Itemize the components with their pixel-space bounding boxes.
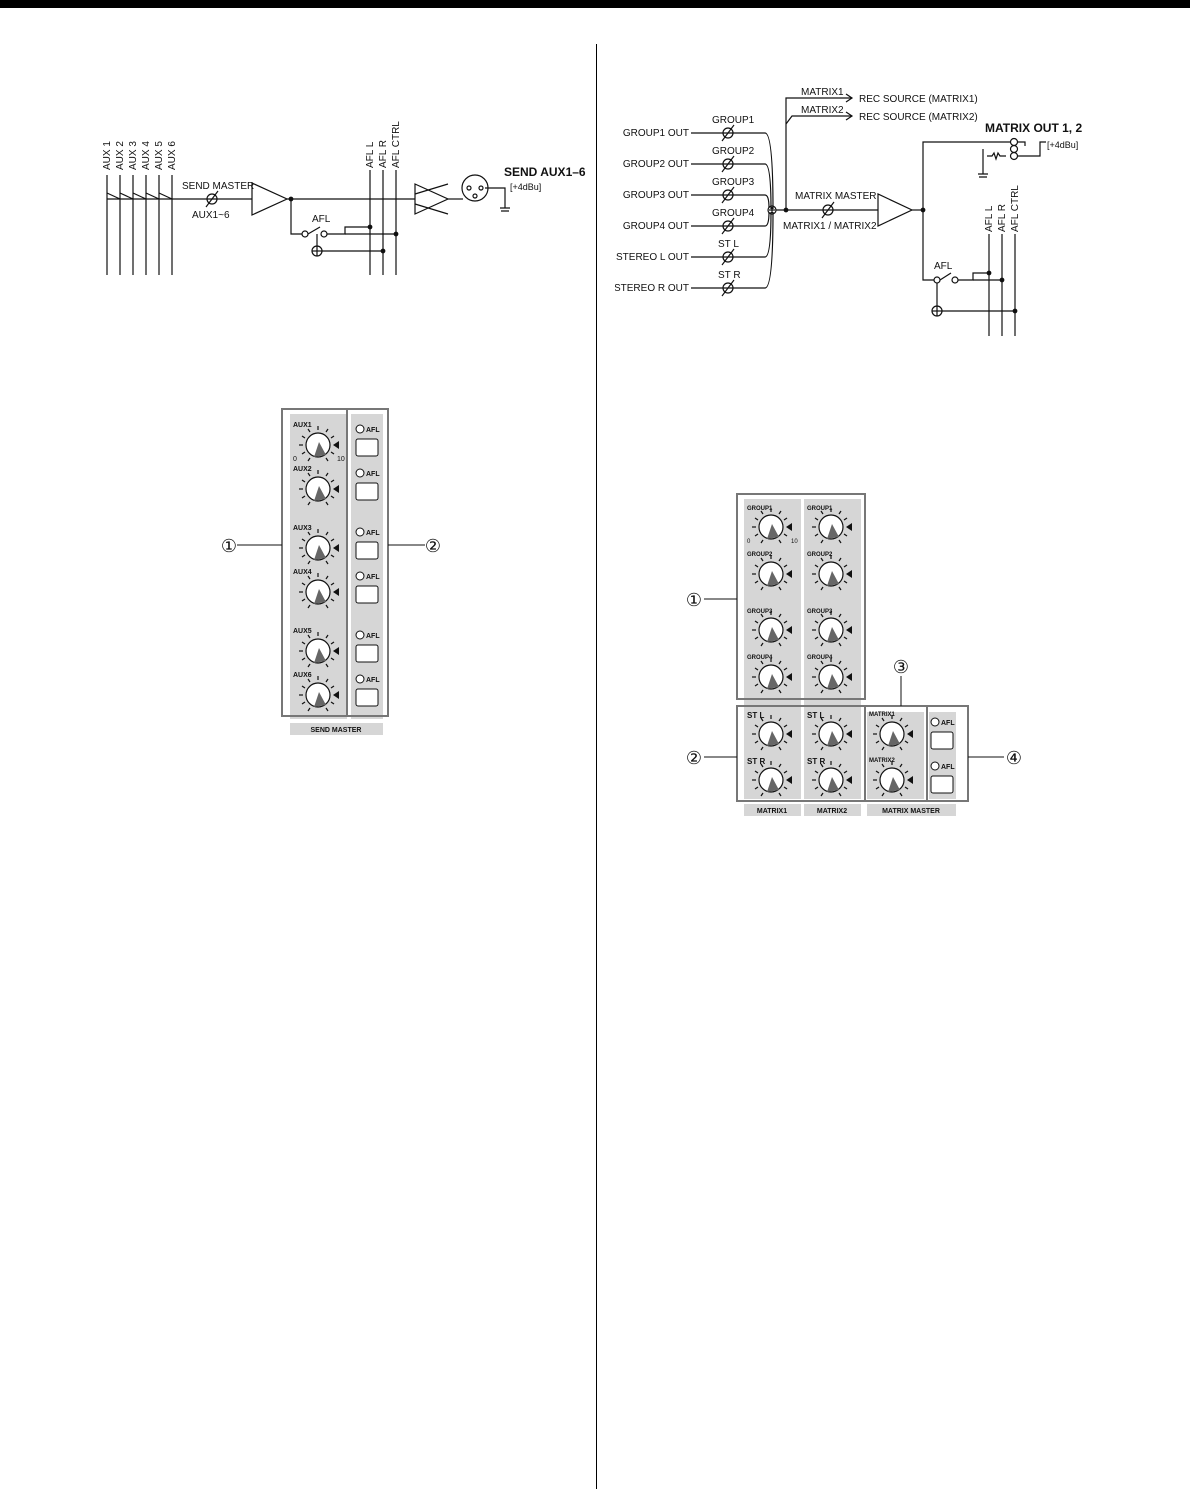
- group-knob-label: GROUP4: [807, 655, 833, 661]
- group-knob-label: GROUP2: [807, 552, 833, 558]
- matrix-knob-label: ST R: [718, 270, 741, 281]
- rec-source-label: REC SOURCE (MATRIX1): [859, 94, 978, 105]
- callout-4: ④: [1006, 748, 1022, 768]
- bus-label: AUX 3: [128, 141, 139, 170]
- matrix-master-knob-label: MATRIX2: [869, 758, 896, 764]
- afl-button-label: AFL: [366, 574, 380, 581]
- afl-bus-label: AFL R: [997, 204, 1008, 232]
- send-knob-label: AUX4: [293, 569, 312, 576]
- matrix-knob-label: GROUP2: [712, 146, 755, 157]
- group-knob-label: GROUP4: [747, 655, 773, 661]
- matrix-footer: MATRIX1: [757, 808, 787, 815]
- matrix-afl-button[interactable]: [930, 761, 954, 794]
- matrix-footer: MATRIX2: [817, 808, 847, 815]
- stereo-knob-label: ST L: [747, 711, 764, 720]
- matrix-block-diagram: GROUP1 OUT GROUP2 OUT GROUP3 OUT GROUP4 …: [615, 87, 1082, 336]
- matrix-input-label: STEREO L OUT: [616, 252, 689, 263]
- bus-label: AUX 6: [167, 141, 178, 170]
- matrix-input-label: GROUP3 OUT: [623, 190, 689, 201]
- send-knob-label: AUX1: [293, 422, 312, 429]
- afl-button-label: AFL: [366, 427, 380, 434]
- callout-1: ①: [686, 590, 702, 610]
- afl-bus-label: AFL L: [984, 205, 995, 232]
- send-aux-block-diagram: AUX 1 AUX 2 AUX 3 AUX 4 AUX 5 AUX 6 AFL …: [102, 121, 586, 275]
- scale-max: 10: [337, 456, 345, 463]
- afl-bus-label: AFL CTRL: [1010, 185, 1021, 232]
- send-knob-label: AUX2: [293, 466, 312, 473]
- top-rule: [0, 0, 1190, 8]
- afl-button-label: AFL: [941, 764, 955, 771]
- afl-button-label: AFL: [941, 720, 955, 727]
- bus-label: AUX 1: [102, 141, 113, 170]
- afl-bus-label: AFL R: [378, 140, 389, 168]
- afl-button-label: AFL: [366, 471, 380, 478]
- scale-max: 10: [791, 539, 798, 545]
- afl-bus-label: AFL CTRL: [391, 121, 402, 168]
- scale-min: 0: [747, 539, 751, 545]
- matrix-input-label: GROUP1 OUT: [623, 128, 689, 139]
- send-master-panel: AUX1 AUX2 AUX3 AUX4 AUX5 AUX6 0 10 AFL A…: [221, 408, 441, 735]
- aux-knob-label: AUX1~6: [192, 210, 230, 221]
- afl-bus-label: AFL L: [365, 141, 376, 168]
- afl-label: AFL: [312, 214, 331, 225]
- matrix-master-knob-label: MATRIX1: [869, 712, 896, 718]
- matrix-knob-label: GROUP3: [712, 177, 755, 188]
- stereo-knob-label: ST R: [807, 757, 825, 766]
- afl-button-label: AFL: [366, 633, 380, 640]
- rec-send-label: MATRIX1: [801, 87, 844, 98]
- matrix-input-label: STEREO R OUT: [615, 283, 689, 294]
- scale-min: 0: [293, 456, 297, 463]
- matrix-output-level: [+4dBu]: [1047, 140, 1078, 150]
- matrix-knob-label: ST L: [718, 239, 739, 250]
- send-output-level: [+4dBu]: [510, 182, 541, 192]
- send-knob-label: AUX3: [293, 525, 312, 532]
- afl-label: AFL: [934, 261, 953, 272]
- column-divider: [596, 44, 597, 1489]
- group-knob-label: GROUP2: [747, 552, 773, 558]
- callout-1: ①: [221, 536, 237, 556]
- group-knob-label: GROUP3: [747, 609, 773, 615]
- send-output-title: SEND AUX1–6: [504, 165, 586, 179]
- matrix-knob-label: GROUP1: [712, 115, 755, 126]
- callout-2: ②: [686, 748, 702, 768]
- matrix-output-title: MATRIX OUT 1, 2: [985, 121, 1082, 135]
- send-master-label: SEND MASTER: [182, 181, 254, 192]
- send-master-footer: SEND MASTER: [311, 727, 362, 734]
- matrix-knob-label: GROUP4: [712, 208, 755, 219]
- rec-source-label: REC SOURCE (MATRIX2): [859, 112, 978, 123]
- matrix-panel: GROUP1 GROUP1 GROUP2 GROUP2 GROUP3 GROUP…: [686, 493, 1022, 816]
- bus-label: AUX 4: [141, 141, 152, 170]
- bus-label: AUX 5: [154, 141, 165, 170]
- group-knob-label: GROUP1: [747, 506, 773, 512]
- afl-button-label: AFL: [366, 530, 380, 537]
- matrix-master-knob-label: MATRIX1 / MATRIX2: [783, 221, 877, 232]
- afl-button-label: AFL: [366, 677, 380, 684]
- matrix-input-label: GROUP2 OUT: [623, 159, 689, 170]
- matrix-master-label: MATRIX MASTER: [795, 191, 876, 202]
- rec-send-label: MATRIX2: [801, 105, 844, 116]
- stereo-knob-label: ST R: [747, 757, 765, 766]
- callout-2: ②: [425, 536, 441, 556]
- group-knob-label: GROUP3: [807, 609, 833, 615]
- stereo-knob-label: ST L: [807, 711, 824, 720]
- send-knob-label: AUX6: [293, 672, 312, 679]
- bus-label: AUX 2: [115, 141, 126, 170]
- send-knob-label: AUX5: [293, 628, 312, 635]
- matrix-footer: MATRIX MASTER: [882, 808, 940, 815]
- callout-3: ③: [893, 657, 909, 677]
- group-knob-label: GROUP1: [807, 506, 833, 512]
- matrix-input-label: GROUP4 OUT: [623, 221, 689, 232]
- matrix-afl-button[interactable]: [930, 717, 954, 750]
